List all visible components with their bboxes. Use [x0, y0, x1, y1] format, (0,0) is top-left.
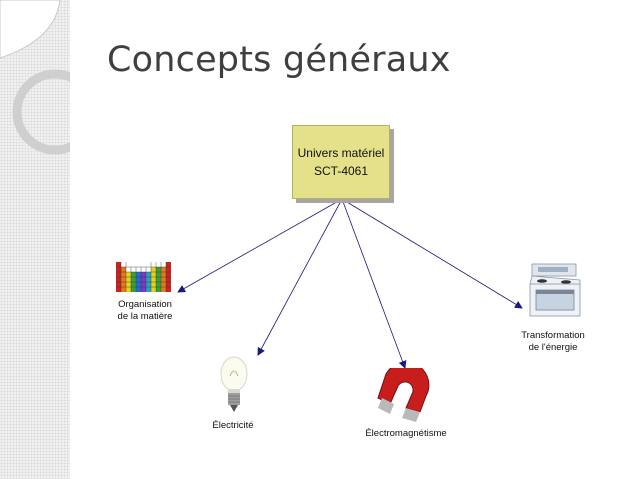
edge-transformation: [341, 198, 523, 309]
horseshoe-magnet-icon: [377, 368, 430, 422]
root-node: Univers matériel SCT-4061: [292, 125, 390, 199]
node-organisation-line1: Organisation: [118, 299, 172, 310]
edge-electricite: [257, 198, 343, 356]
node-electricite-label: Électricité: [203, 420, 263, 432]
node-organisation-label: Organisation de la matière: [110, 299, 180, 323]
slide-title: Concepts généraux: [107, 40, 451, 80]
node-transformation-line1: Transformation: [521, 330, 585, 341]
node-organisation-line2: de la matière: [117, 311, 173, 322]
node-electromagnetisme-label: Électromagnétisme: [356, 428, 456, 440]
periodic-table-icon: [116, 262, 171, 292]
node-electromagnetisme-line1: Électromagnétisme: [365, 428, 447, 439]
light-bulb-icon: [220, 356, 248, 412]
page-curl-shape: [0, 0, 61, 59]
ring-shape: [12, 69, 80, 155]
node-transformation-line2: de l'énergie: [528, 342, 578, 353]
node-electricite-line1: Électricité: [212, 420, 254, 431]
root-node-code: SCT-4061: [313, 164, 369, 178]
root-node-title: Univers matériel: [297, 146, 385, 160]
stove-icon: [529, 263, 581, 317]
edge-electromagnetisme: [341, 198, 407, 369]
edge-organisation: [177, 198, 343, 293]
node-transformation-label: Transformation de l'énergie: [508, 330, 598, 354]
decorative-circles: [0, 0, 80, 160]
